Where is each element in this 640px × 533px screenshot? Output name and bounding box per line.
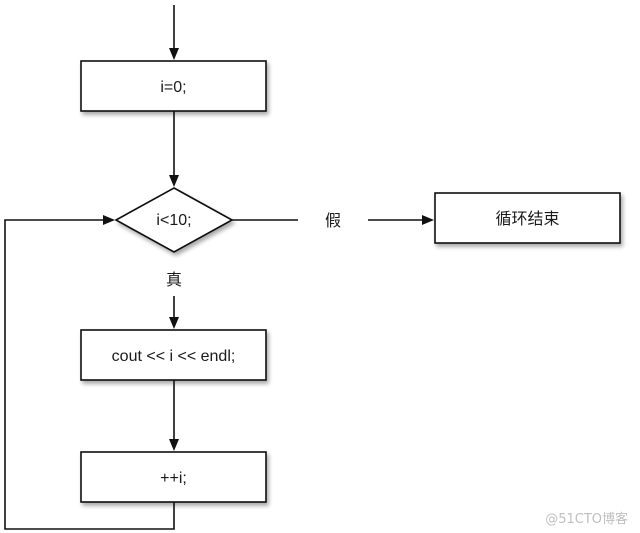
increment-node: ++i; (80, 451, 267, 503)
watermark: @51CTO博客 (545, 511, 628, 527)
entry-arrowhead (169, 48, 179, 60)
true-branch-arrowhead (169, 317, 179, 329)
init-to-condition-arrowhead (169, 175, 179, 187)
init-node-label: i=0; (160, 79, 186, 96)
body-node-label: cout << i << endl; (112, 348, 236, 365)
end-node: 循环结束 (434, 192, 621, 244)
condition-node-label: i<10; (156, 212, 191, 229)
false-branch-arrowhead (422, 215, 434, 225)
body-node: cout << i << endl; (80, 329, 267, 381)
false-branch-label: 假 (325, 211, 341, 230)
loop-back-connector (4, 219, 175, 530)
increment-node-label: ++i; (160, 470, 187, 487)
end-node-label: 循环结束 (495, 210, 559, 228)
body-to-increment-arrowhead (169, 439, 179, 451)
true-branch-label: 真 (166, 270, 182, 289)
loop-back-arrowhead (103, 215, 115, 225)
init-node: i=0; (80, 60, 267, 112)
condition-node: i<10; (114, 187, 234, 253)
